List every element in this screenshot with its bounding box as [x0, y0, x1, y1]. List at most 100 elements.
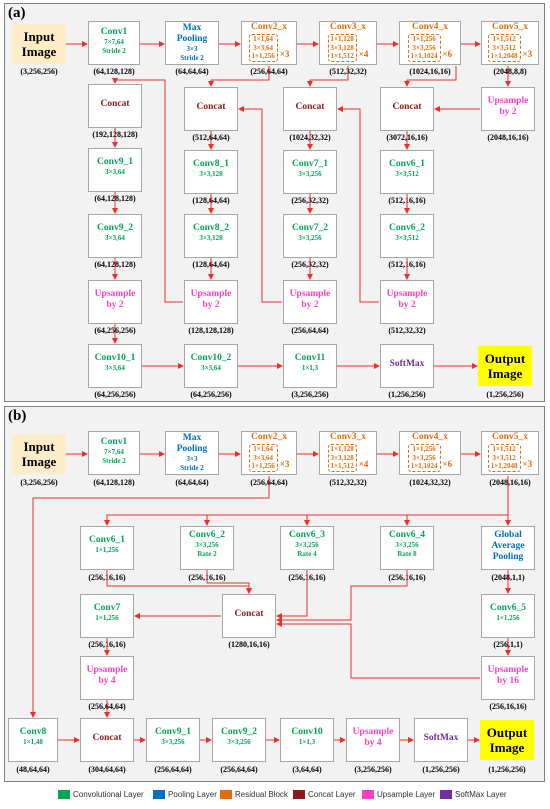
a-concat2-dim: (512,64,64): [192, 133, 230, 142]
legend: Convolutional Layer Pooling Layer Residu…: [0, 787, 550, 805]
b-conv6-3: Conv6_3 3×3,256 Rate 4: [280, 526, 334, 570]
b-softmax: SoftMax: [414, 718, 468, 762]
a-conv8-2: Conv8_2 3×3,128: [184, 214, 238, 258]
b-conv7-dim: (256,16,16): [88, 640, 126, 649]
a-conv8-1: Conv8_1 3×3,128: [184, 150, 238, 194]
b-upsample-by-16: Upsample by 16: [481, 656, 535, 700]
a-conv6-1-dim: (512,16,16): [388, 196, 426, 205]
a-softmax-dim: (1,256,256): [388, 390, 426, 399]
a-softmax: SoftMax: [380, 344, 434, 388]
a-conv6-2: Conv6_2 3×3,512: [380, 214, 434, 258]
b-conv1-dim: (64,128,128): [93, 478, 135, 487]
a-up1-dim: (64,256,256): [94, 326, 136, 335]
b-conv6-2-dim: (256,16,16): [188, 573, 226, 582]
b-output-dim: (1,256,256): [488, 765, 526, 774]
b-up16-dim: (256,16,16): [489, 702, 527, 711]
b-conv7: Conv7 1×1,256: [80, 594, 134, 638]
b-conv6-1: Conv6_1 1×1,256: [80, 526, 134, 570]
a-concat1-dim: (192,128,128): [92, 130, 138, 139]
b-output-image: Output Image: [480, 720, 534, 760]
a-concat-4: Concat: [380, 87, 434, 131]
a-conv10-1: Conv10_1 3×3,64: [88, 344, 142, 388]
a-conv9-2-dim: (64,128,128): [94, 260, 136, 269]
a-conv8-1-dim: (128,64,64): [192, 196, 230, 205]
a-max-pooling: Max Pooling 3×3 Stride 2: [165, 21, 219, 65]
b-concat-bottom: Concat: [80, 718, 134, 762]
a-conv10-1-dim: (64,256,256): [94, 390, 136, 399]
b-conv9-2: Conv9_2 3×3,256: [212, 718, 266, 762]
b-conv9-1-dim: (256,64,64): [154, 765, 192, 774]
b-conv9-1: Conv9_1 3×3,256: [146, 718, 200, 762]
legend-item-pool: Pooling Layer: [153, 790, 217, 799]
b-conv8: Conv8 1×1,48: [8, 718, 58, 762]
a-conv9-1-dim: (64,128,128): [94, 194, 136, 203]
b-concat-mid-dim: (1280,16,16): [228, 640, 270, 649]
b-concat-mid: Concat: [222, 594, 276, 638]
b-input-image: Input Image: [12, 434, 66, 474]
b-conv4-dim: (1024,32,32): [409, 478, 451, 487]
legend-item-concat: Concat Layer: [293, 790, 356, 799]
a-conv9-1: Conv9_1 3×3,64: [88, 148, 142, 192]
a-conv8-2-dim: (128,64,64): [192, 260, 230, 269]
a-up2-dim: (128,128,128): [188, 326, 234, 335]
a-conv2-dim: (256,64,64): [250, 67, 288, 76]
b-up-out-dim: (3,256,256): [354, 765, 392, 774]
b-conv6-1-dim: (256,16,16): [88, 573, 126, 582]
a-conv3-dim: (512,32,32): [329, 67, 367, 76]
b-conv6-4: Conv6_4 3×3,256 Rate 8: [380, 526, 434, 570]
a-output-dim: (1,256,256): [486, 390, 524, 399]
b-softmax-dim: (1,256,256): [422, 765, 460, 774]
a-conv9-2: Conv9_2 3×3,64: [88, 214, 142, 258]
legend-swatch-conv: [58, 790, 70, 799]
b-conv10: Conv10 1×1,3: [280, 718, 334, 762]
a-conv11-dim: (3,256,256): [291, 390, 329, 399]
a-conv5-dim: (2048,8,8): [493, 67, 527, 76]
b-upsample-by-4: Upsample by 4: [80, 656, 134, 700]
b-conv6-2: Conv6_2 3×3,256 Rate 2: [180, 526, 234, 570]
b-conv6-5: Conv6_5 1×1,256: [481, 594, 535, 638]
legend-swatch-pool: [153, 790, 165, 799]
b-conv3-dim: (512,32,32): [329, 478, 367, 487]
a-concat4-dim: (3072,16,16): [386, 133, 428, 142]
a-up3-dim: (256,64,64): [291, 326, 329, 335]
a-upsample-1: Upsample by 2: [88, 280, 142, 324]
a-conv7-1-dim: (256,32,32): [291, 196, 329, 205]
a-up4-dim: (512,32,32): [388, 326, 426, 335]
b-input-dim: (3,256,256): [20, 478, 58, 487]
b-conv8-dim: (48,64,64): [16, 765, 50, 774]
legend-swatch-res: [220, 790, 232, 799]
a-output-image: Output Image: [478, 346, 532, 386]
a-conv6-2-dim: (512,16,16): [388, 260, 426, 269]
b-conv1: Conv1 7×7,64 Stride 2: [88, 431, 140, 475]
b-conv6-5-dim: (256,1,1): [493, 640, 523, 649]
a-conv10-2: Conv10_2 3×3,64: [184, 344, 238, 388]
b-pool-dim: (64,64,64): [175, 478, 209, 487]
panel-a-label: (a): [8, 5, 26, 21]
a-concat3-dim: (1024,32,32): [289, 133, 331, 142]
b-max-pooling: Max Pooling 3×3 Stride 2: [165, 431, 219, 475]
a-conv1: Conv1 7×7,64 Stride 2: [88, 21, 140, 65]
a-conv11: Conv11 1×1,3: [283, 344, 337, 388]
a-conv7-2-dim: (256,32,32): [291, 260, 329, 269]
a-concat-2: Concat: [184, 87, 238, 131]
a-upsample-3: Upsample by 2: [283, 280, 337, 324]
b-conv5-dim: (2048,16,16): [489, 478, 531, 487]
a-conv1-dim: (64,128,128): [93, 67, 135, 76]
b-conv6-3-dim: (256,16,16): [288, 573, 326, 582]
legend-swatch-concat: [293, 790, 305, 799]
a-concat-1: Concat: [88, 84, 142, 128]
a-conv10-2-dim: (64,256,256): [190, 390, 232, 399]
b-global-average-pooling: Global Average Pooling: [481, 526, 535, 570]
b-conv9-2-dim: (256,64,64): [220, 765, 258, 774]
a-conv7-2: Conv7_2 3×3,256: [283, 214, 337, 258]
legend-item-softmax: SoftMax Layer: [440, 790, 507, 799]
b-conv6-4-dim: (256,16,16): [388, 573, 426, 582]
panel-b-label: (b): [8, 408, 27, 424]
